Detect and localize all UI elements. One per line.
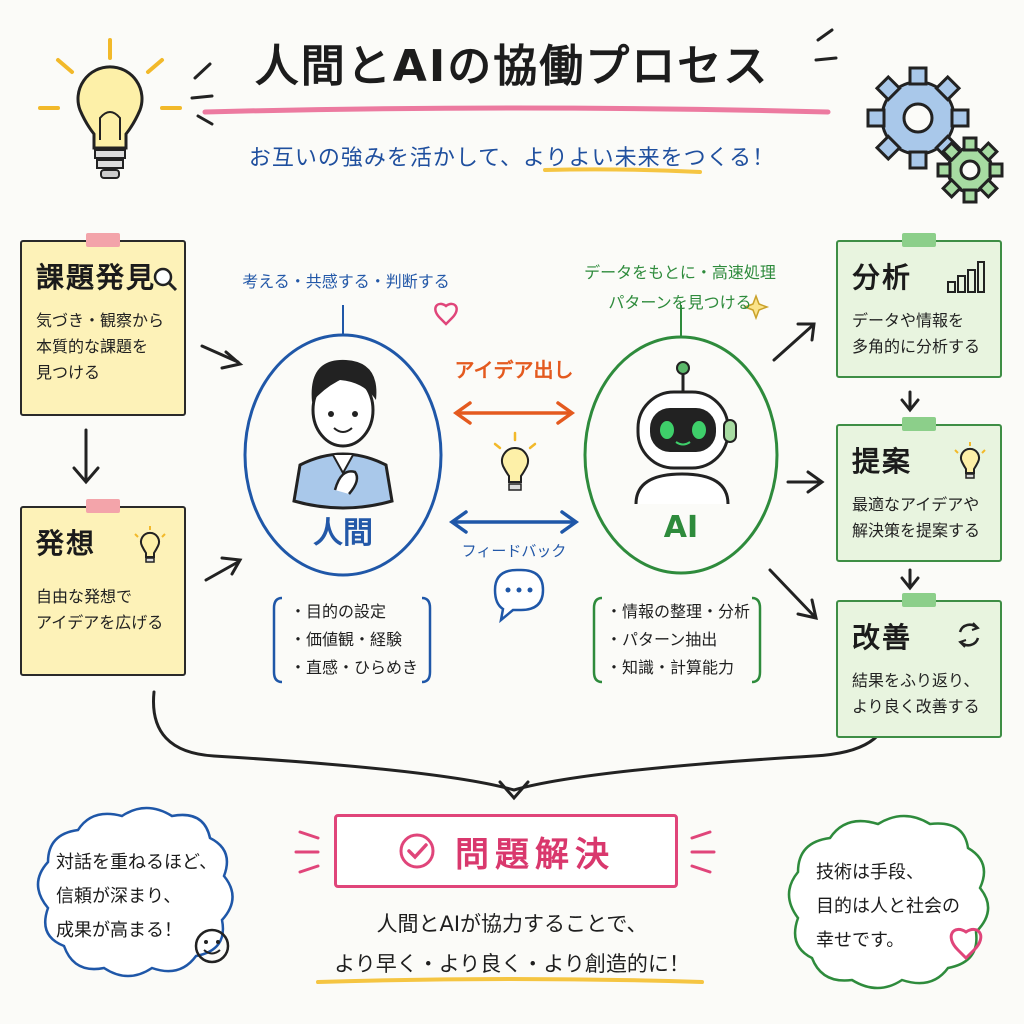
left-cloud-text: 対話を重ねるほど、 信頼が深まり、 成果が高まる！ [56, 852, 218, 941]
note-body: データや情報を 多角的に分析する [852, 311, 981, 356]
list-item: 情報の整理・分析 [606, 598, 766, 626]
refresh-cycle-icon [958, 622, 980, 648]
heart-icon-pink [434, 302, 458, 326]
note-analysis: 分析 データや情報を 多角的に分析する [836, 233, 1002, 378]
idea-arrow [452, 401, 576, 425]
human-circle [243, 333, 443, 577]
note-title: 提案 [852, 445, 913, 478]
note-title: 改善 [852, 621, 913, 654]
speech-bubble-icon [493, 568, 545, 624]
result-underline [316, 977, 704, 984]
list-item: 知識・計算能力 [606, 654, 766, 682]
left-cloud [36, 806, 234, 978]
note-body: 結果をふり返り、 より良く改善する [852, 671, 980, 716]
note-ideation: 発想 自由な発想で アイデアを広げる [20, 499, 186, 676]
right-cloud [787, 814, 990, 990]
result-message: 人間とAIが協力することで、 より早く・より良く・より創造的に！ [334, 912, 690, 976]
problem-accent-marks [294, 830, 716, 874]
magnifier-icon [153, 267, 178, 292]
list-item: 目的の設定 [290, 598, 430, 626]
list-item: パターン抽出 [606, 626, 766, 654]
problem-solving-box: 問題解決 [334, 814, 678, 888]
page-title: 人間とAIの協働プロセス [254, 41, 770, 92]
note-issue-discovery: 課題発見 気づき・観察から 本質的な課題を 見つける [20, 233, 186, 416]
problem-solving-label: 問題解決 [455, 834, 615, 875]
title-underline [202, 105, 831, 115]
left-flow-arrows [72, 344, 244, 582]
note-tape [902, 417, 936, 431]
note-title: 発想 [36, 527, 97, 560]
lightbulb-icon-note [954, 442, 986, 479]
subtitle-underline [543, 167, 702, 174]
lightbulb-icon-note [134, 526, 166, 563]
feedback-label: フィードバック [461, 542, 567, 560]
title-accent-marks [190, 28, 838, 126]
note-body: 気づき・観察から 本質的な課題を 見つける [36, 311, 165, 382]
check-circle-icon [399, 833, 435, 869]
human-strengths-list: 目的の設定 価値観・経験 直感・ひらめき [290, 598, 430, 682]
note-title: 分析 [852, 261, 913, 294]
note-body: 自由な発想で アイデアを広げる [36, 587, 164, 632]
gear-icon-green [936, 136, 1004, 204]
list-item: 直感・ひらめき [290, 654, 430, 682]
note-tape [902, 593, 936, 607]
lightbulb-icon-small-center [493, 431, 537, 491]
note-improvement: 改善 結果をふり返り、 より良く改善する [836, 593, 1002, 738]
idea-label: アイデア出し [454, 358, 574, 382]
ai-caption: データをもとに・高速処理 パターンを見つける [584, 263, 776, 312]
note-tape [86, 233, 120, 247]
merge-curve [152, 690, 890, 792]
ai-name: AI [663, 510, 699, 545]
gear-icon-blue [866, 66, 970, 170]
human-caption: 考える・共感する・判断する [242, 272, 450, 291]
person-illustration [292, 359, 394, 510]
right-flow-arrows [768, 322, 920, 620]
smiley-icon [194, 928, 230, 964]
list-item: 価値観・経験 [290, 626, 430, 654]
feedback-arrow [448, 510, 580, 534]
bar-chart-icon [947, 261, 985, 293]
page-subtitle: お互いの強みを活かして、よりよい未来をつくる！ [248, 146, 776, 171]
lightbulb-icon-large [38, 38, 182, 179]
right-cloud-text: 技術は手段、 目的は人と社会の 幸せです。 [816, 862, 960, 951]
note-body: 最適なアイデアや 解決策を提案する [852, 495, 981, 540]
human-name: 人間 [313, 516, 373, 551]
robot-illustration [634, 361, 737, 505]
note-proposal: 提案 最適なアイデアや 解決策を提案する [836, 417, 1002, 562]
note-tape [86, 499, 120, 513]
note-title: 課題発見 [36, 261, 157, 294]
ai-circle [583, 335, 779, 575]
heart-icon-right [949, 927, 983, 961]
sparkle-icon [742, 293, 770, 321]
note-tape [902, 233, 936, 247]
ai-strengths-list: 情報の整理・分析 パターン抽出 知識・計算能力 [606, 598, 766, 682]
